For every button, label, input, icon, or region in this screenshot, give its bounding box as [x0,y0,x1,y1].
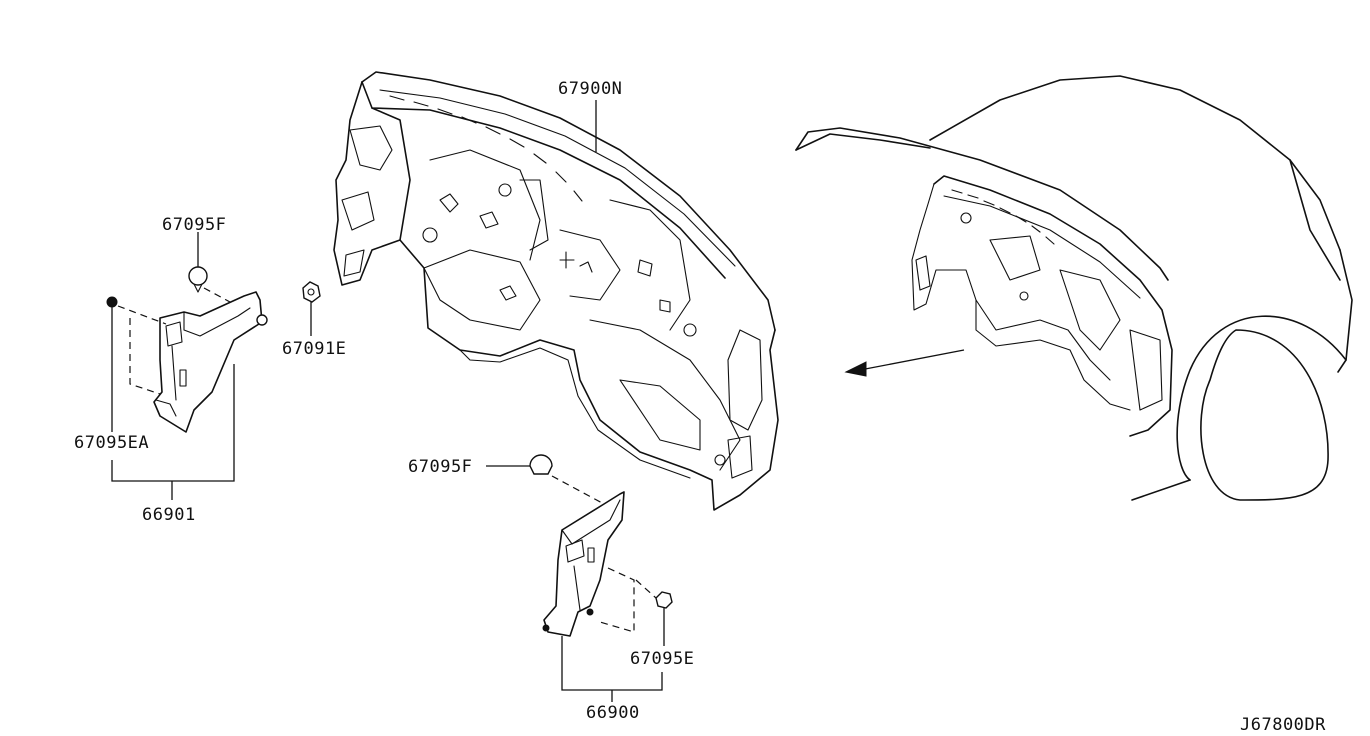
clip-67095f-upper [188,232,231,303]
label-67095f-upper: 67095F [162,215,226,235]
bracket-66900 [561,636,663,702]
clip-67095e [599,567,673,646]
label-67095ea: 67095EA [74,433,149,453]
trim-right-66900 [542,491,625,637]
label-67900n: 67900N [558,79,622,99]
label-67095e: 67095E [630,649,694,669]
clip-67095f-center [486,454,605,505]
nut-67091e [302,281,321,336]
label-67091e: 67091E [282,339,346,359]
bracket-66901 [111,364,235,500]
label-66901: 66901 [142,505,196,525]
label-67095f-center: 67095F [408,457,472,477]
dash-panel-67900n [333,71,779,511]
clip-67095ea [106,296,167,432]
label-66900: 66900 [586,703,640,723]
diagram-code: J67800DR [1240,715,1326,735]
trim-left-66901 [153,291,268,433]
vehicle-locator-view [795,75,1353,501]
